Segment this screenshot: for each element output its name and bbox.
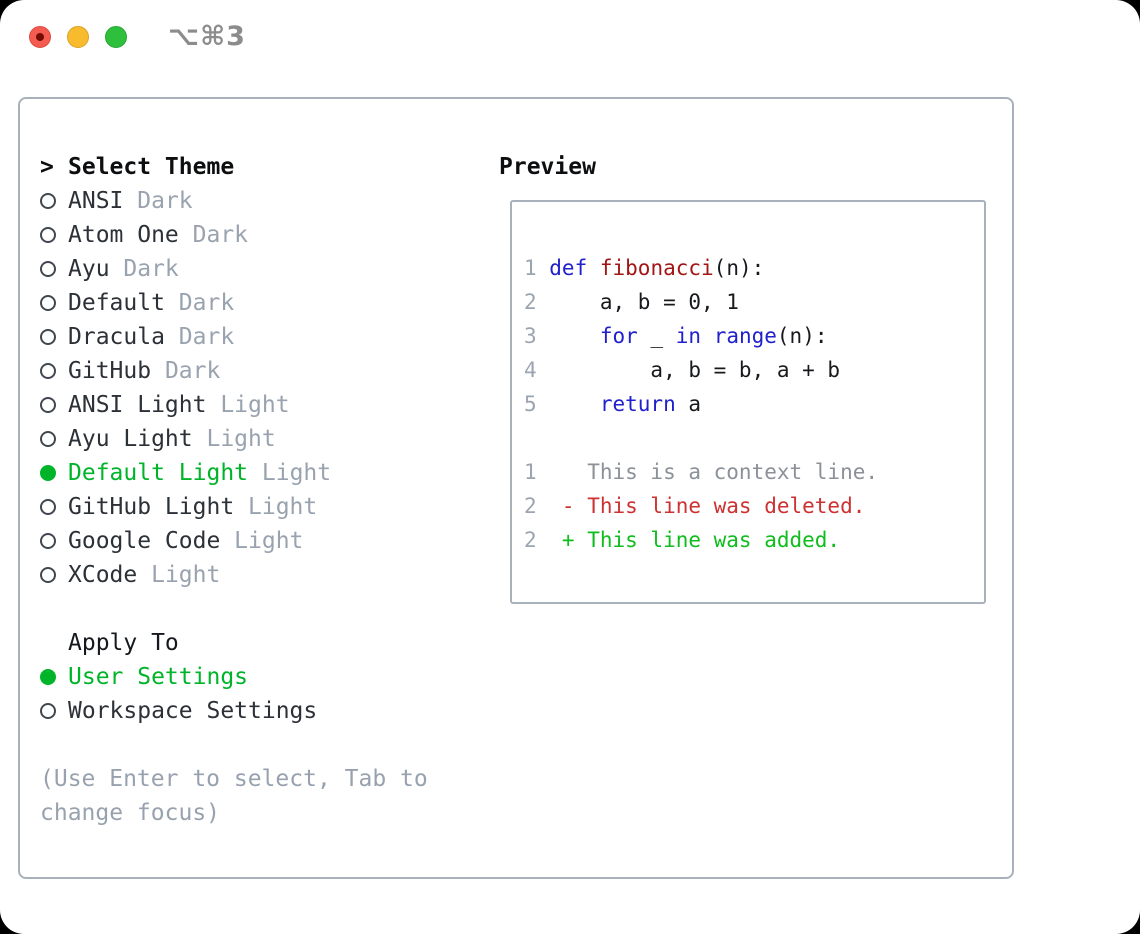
- radio-icon: [40, 193, 56, 209]
- radio-icon: [40, 227, 56, 243]
- apply-to-header: Apply To: [40, 626, 428, 660]
- theme-item-ayu[interactable]: Ayu Dark: [40, 252, 428, 286]
- preview-line: 1 This is a context line.: [524, 455, 984, 489]
- minimize-button-icon[interactable]: [67, 26, 89, 48]
- radio-icon: [40, 329, 56, 345]
- theme-item-label: Dracula Dark: [68, 324, 235, 350]
- preview-line: 4 a, b = b, a + b: [524, 353, 984, 387]
- theme-item-label: Google Code Light: [68, 528, 304, 554]
- line-number: 2: [524, 528, 537, 552]
- preview-title: Preview: [499, 154, 596, 180]
- radio-icon: [40, 703, 56, 719]
- zoom-button-icon[interactable]: [105, 26, 127, 48]
- theme-item-github-light[interactable]: GitHub Light Light: [40, 490, 428, 524]
- theme-item-label: Ayu Dark: [68, 256, 179, 282]
- theme-item-default[interactable]: Default Dark: [40, 286, 428, 320]
- line-number: 5: [524, 392, 537, 416]
- theme-item-ansi[interactable]: ANSI Dark: [40, 184, 428, 218]
- theme-item-label: Default Light Light: [68, 460, 332, 486]
- line-number: 1: [524, 460, 537, 484]
- theme-item-ansi-light[interactable]: ANSI Light Light: [40, 388, 428, 422]
- radio-icon: [40, 295, 56, 311]
- theme-item-github[interactable]: GitHub Dark: [40, 354, 428, 388]
- preview-line: 2 + This line was added.: [524, 523, 984, 557]
- line-number: 2: [524, 290, 537, 314]
- radio-icon: [40, 363, 56, 379]
- line-number: 3: [524, 324, 537, 348]
- theme-item-dracula[interactable]: Dracula Dark: [40, 320, 428, 354]
- select-theme-header: > Select Theme: [40, 150, 428, 184]
- line-number: 4: [524, 358, 537, 382]
- theme-item-label: Ayu Light Light: [68, 426, 276, 452]
- window-title: ⌥⌘3: [168, 21, 246, 52]
- radio-icon: [40, 431, 56, 447]
- theme-item-ayu-light[interactable]: Ayu Light Light: [40, 422, 428, 456]
- spacer: [40, 728, 428, 762]
- preview-line: 3 for _ in range(n):: [524, 319, 984, 353]
- apply-to-title: Apply To: [68, 630, 179, 656]
- preview-line: 2 - This line was deleted.: [524, 489, 984, 523]
- hint-line-1: (Use Enter to select, Tab to: [40, 766, 428, 792]
- radio-icon: [40, 499, 56, 515]
- select-theme-title: Select Theme: [68, 154, 235, 180]
- apply-option-user-settings[interactable]: User Settings: [40, 660, 428, 694]
- hint-line-2: change focus): [40, 800, 221, 826]
- theme-item-label: ANSI Dark: [68, 188, 193, 214]
- apply-option-workspace-settings[interactable]: Workspace Settings: [40, 694, 428, 728]
- preview-line: 2 a, b = 0, 1: [524, 285, 984, 319]
- theme-item-default-light[interactable]: Default Light Light: [40, 456, 428, 490]
- theme-item-xcode[interactable]: XCode Light: [40, 558, 428, 592]
- prompt-caret-icon: >: [40, 154, 54, 180]
- titlebar: [29, 26, 143, 48]
- radio-icon: [40, 261, 56, 277]
- radio-icon: [40, 567, 56, 583]
- theme-item-label: GitHub Dark: [68, 358, 221, 384]
- close-button-icon[interactable]: [29, 26, 51, 48]
- preview-line: 5 return a: [524, 387, 984, 421]
- apply-option-label: Workspace Settings: [68, 698, 318, 724]
- radio-selected-icon: [40, 465, 56, 481]
- theme-item-label: Default Dark: [68, 290, 235, 316]
- theme-item-google-code[interactable]: Google Code Light: [40, 524, 428, 558]
- theme-item-atom-one[interactable]: Atom One Dark: [40, 218, 428, 252]
- preview-line: [524, 421, 984, 455]
- line-number: 1: [524, 256, 537, 280]
- radio-icon: [40, 397, 56, 413]
- theme-item-label: Atom One Dark: [68, 222, 249, 248]
- radio-selected-icon: [40, 669, 56, 685]
- line-number: 2: [524, 494, 537, 518]
- apply-option-label: User Settings: [68, 664, 249, 690]
- spacer: [40, 592, 428, 626]
- radio-icon: [40, 533, 56, 549]
- theme-item-label: XCode Light: [68, 562, 221, 588]
- theme-item-label: ANSI Light Light: [68, 392, 290, 418]
- theme-item-label: GitHub Light Light: [68, 494, 318, 520]
